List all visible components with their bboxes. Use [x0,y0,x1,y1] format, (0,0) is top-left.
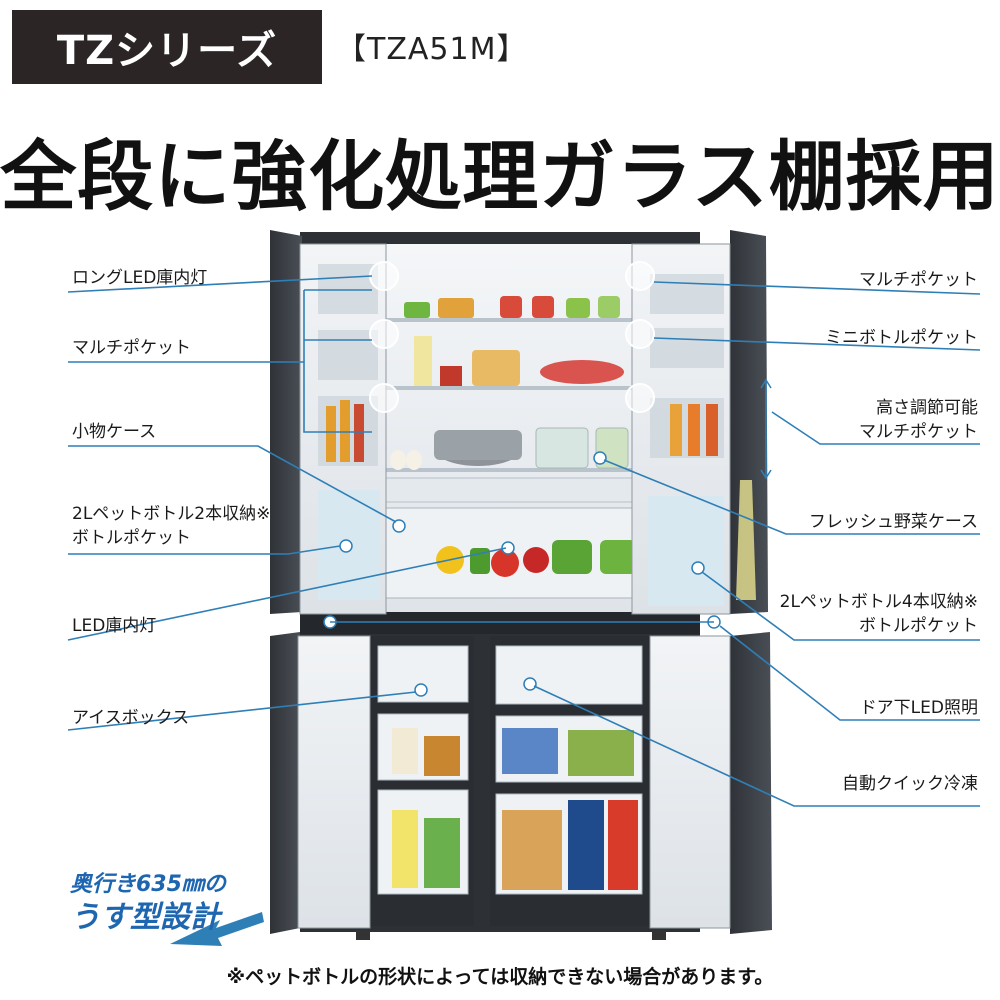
label-mini-bottle: ミニボトルポケット [825,328,978,348]
food-item [500,296,522,318]
label-multi-pocket-left: マルチポケット [72,338,191,358]
food-item [438,298,474,318]
quick-freeze-tray [495,645,643,705]
label-led-light: LED庫内灯 [72,616,157,636]
door-pocket [318,330,378,380]
footnote: ※ペットボトルの形状によっては収納できない場合があります。 [226,966,774,988]
led-highlight [369,261,399,291]
headline: 全段に強化処理ガラス棚採用 [0,132,1000,221]
food-item [414,336,432,386]
food-item [532,296,554,318]
left-doors [270,230,387,934]
food-item [440,366,462,386]
foot [356,930,370,940]
chilled-case [385,477,633,503]
door-pocket [650,274,724,314]
label-multi-pocket-right: マルチポケット [859,270,978,290]
led-highlight [369,319,399,349]
label-adjustable-2: マルチポケット [859,422,978,442]
food-item [566,298,590,318]
depth-arrow [170,912,264,946]
depth-note-line2: うす型設計 [70,900,220,935]
led-highlight [625,383,655,413]
depth-note-line1: 奥行き635㎜の [70,872,226,897]
label-long-led: ロングLED庫内灯 [72,268,208,288]
door-pocket [650,328,724,368]
right-doors [631,230,772,934]
label-adjustable-1: 高さ調節可能 [876,398,978,418]
led-highlight [625,319,655,349]
model-number: 【TZA51M】 [336,32,528,67]
foot [652,930,666,940]
food-item [472,350,520,386]
door-pocket [318,264,378,314]
series-badge: TZシリーズ [12,10,322,84]
led-highlight [625,261,655,291]
callout-lines-right [330,281,981,807]
food-item [404,302,430,318]
food-item [540,360,624,384]
led-highlight [369,383,399,413]
pot [434,430,522,460]
label-bottle-pocket-right: ボトルポケット [859,616,978,636]
label-2l-bottle-2: 2Lペットボトル2本収納※ [72,504,271,524]
food-item [535,427,589,469]
label-door-led: ドア下LED照明 [859,698,978,718]
label-bottle-pocket-left: ボトルポケット [72,528,191,548]
callout-lines-left [67,275,507,731]
label-fresh-veg: フレッシュ野菜ケース [808,512,978,532]
label-2l-bottle-4: 2Lペットボトル4本収納※ [779,592,978,612]
label-small-case: 小物ケース [72,422,157,442]
label-ice-box: アイスボックス [72,708,190,728]
food-item [598,296,620,318]
label-quick-freeze: 自動クイック冷凍 [842,774,978,794]
bottle-pocket [648,496,724,606]
